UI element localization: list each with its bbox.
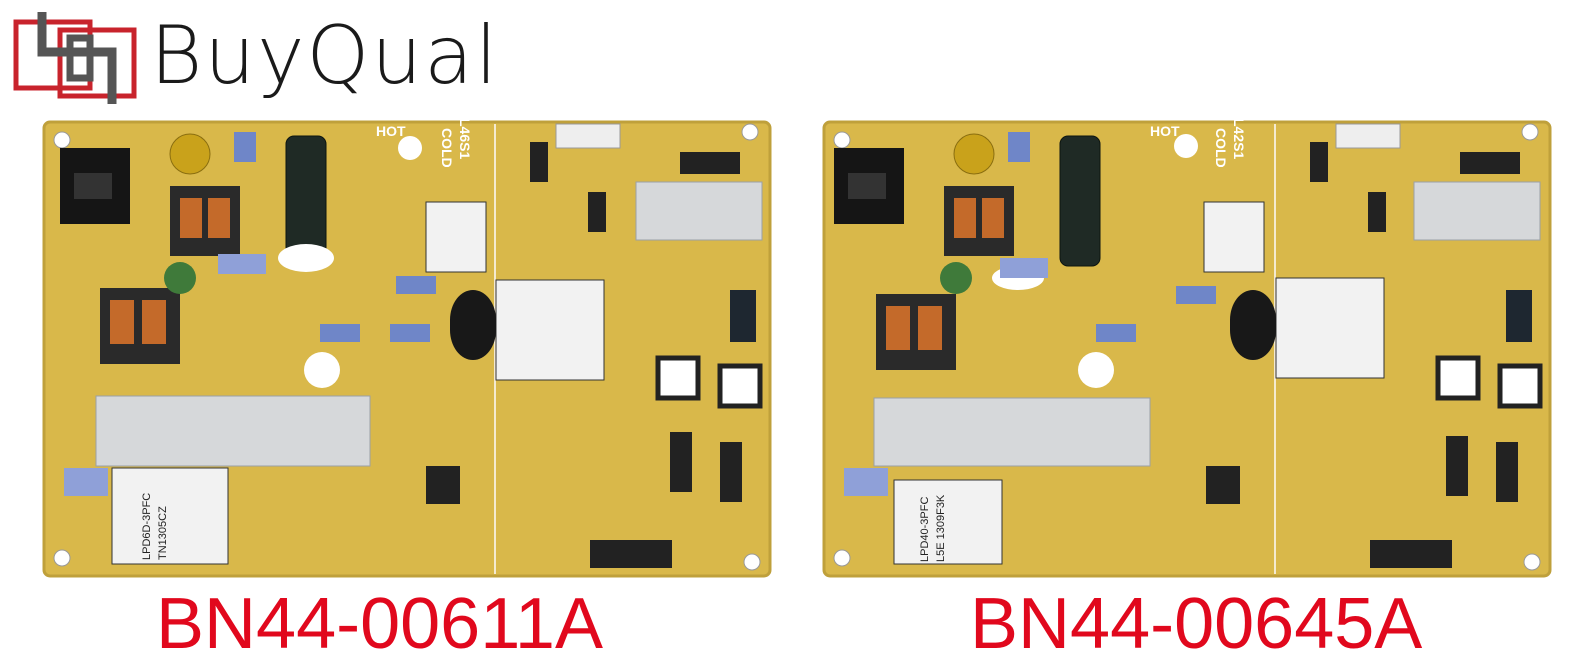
left-power-supply-board: HOT COLD L46S1 LPD6D-3PFC TN1305CZ [40,118,774,580]
right-pcb-photo: HOT COLD L42S1 LPD40-3PFC L5E 1309F3K [822,118,1552,578]
transformer-code: L5E 1309F3K [935,494,947,562]
transformer-label: LPD40-3PFC [919,497,931,562]
left-model-number: BN44-00611A [156,584,603,664]
left-pcb-photo: HOT COLD L46S1 LPD6D-3PFC TN1305CZ [42,118,772,578]
right-power-supply-board: HOT COLD L42S1 LPD40-3PFC L5E 1309F3K [820,118,1554,580]
buyqual-logo: BuyQual [10,4,510,108]
buyqual-logo-mark-icon [13,12,137,104]
right-model-number: BN44-00645A [970,584,1423,664]
transformer-code: TN1305CZ [157,506,169,560]
cold-silkscreen: COLD [439,128,455,168]
board-code-silkscreen: L42S1 [1231,118,1247,159]
hot-silkscreen: HOT [376,123,406,139]
cold-silkscreen: COLD [1213,128,1229,168]
board-code-silkscreen: L46S1 [457,118,473,159]
hot-silkscreen: HOT [1150,123,1180,139]
brand-name: BuyQual [150,9,500,102]
transformer-label: LPD6D-3PFC [141,493,153,560]
